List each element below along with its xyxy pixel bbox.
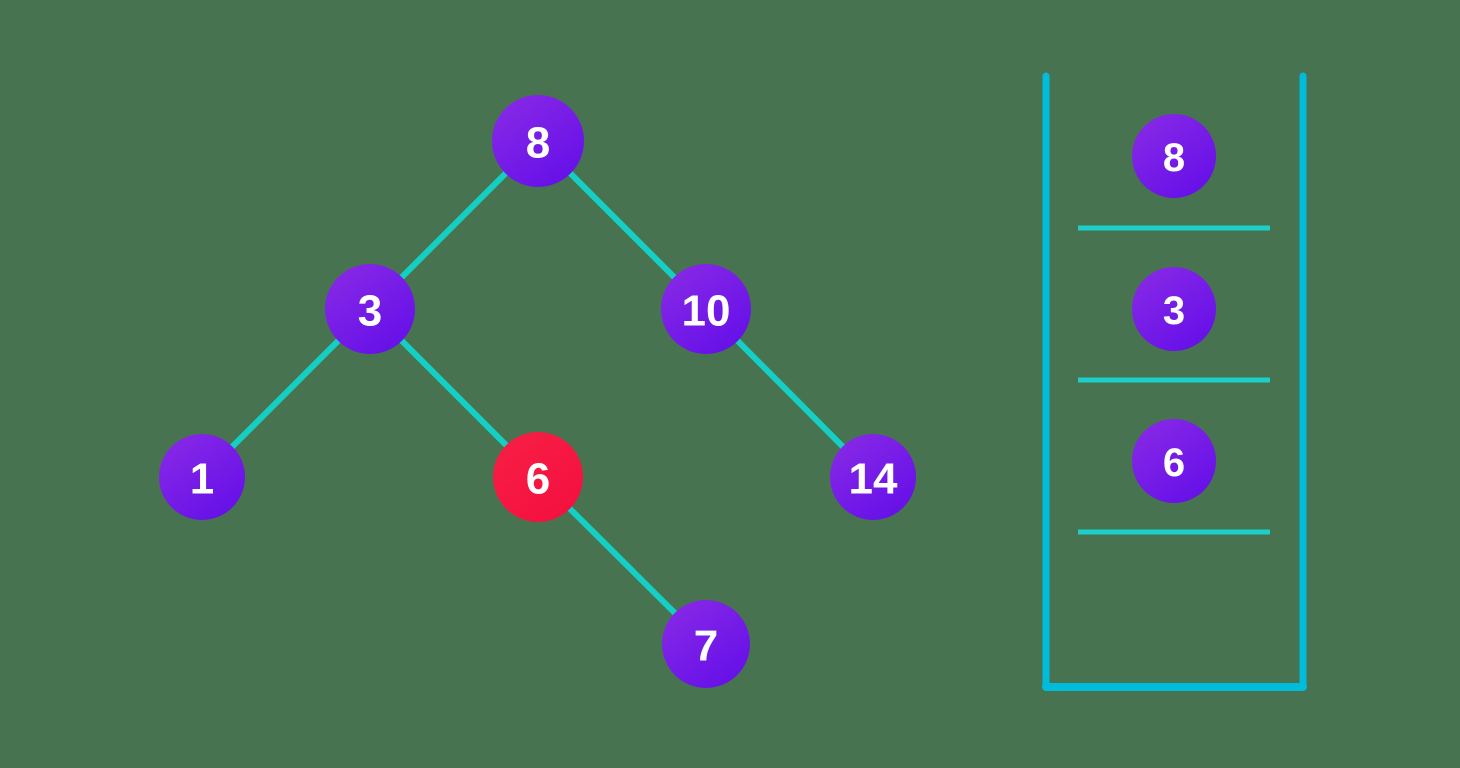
tree-node-circle — [662, 600, 750, 688]
tree-edges-group — [199, 138, 876, 647]
stack-nodes-group: 8 3 6 — [1132, 114, 1216, 503]
tree-node-label: 14 — [849, 455, 898, 504]
tree-node[interactable]: 8 — [492, 95, 584, 187]
tree-node-label: 7 — [694, 622, 718, 671]
stack-frame-group — [1042, 72, 1307, 691]
tree-node[interactable]: 7 — [662, 600, 750, 688]
tree-node-label: 6 — [526, 455, 550, 504]
tree-node[interactable]: 14 — [830, 434, 916, 520]
stack-item[interactable]: 6 — [1132, 419, 1216, 503]
stack-item-label: 8 — [1163, 136, 1185, 180]
stack-item-circle — [1132, 114, 1216, 198]
tree-node-circle — [492, 95, 584, 187]
stack-item[interactable]: 3 — [1132, 267, 1216, 351]
tree-node-label: 1 — [190, 455, 214, 504]
tree-node[interactable]: 6 — [493, 432, 583, 522]
stack-item[interactable]: 8 — [1132, 114, 1216, 198]
tree-node[interactable]: 10 — [661, 264, 751, 354]
stack-item-circle — [1132, 419, 1216, 503]
tree-node-label: 3 — [358, 287, 382, 336]
tree-node-circle — [325, 264, 415, 354]
tree-node-circle — [661, 264, 751, 354]
tree-node-circle — [159, 434, 245, 520]
tree-node-circle-highlighted — [493, 432, 583, 522]
stack-dividers-group — [1078, 225, 1270, 535]
stack-item-label: 3 — [1163, 289, 1185, 333]
tree-node-label: 8 — [526, 119, 550, 168]
tree-nodes-group: 8 3 10 1 6 14 7 — [159, 95, 916, 688]
tree-node[interactable]: 3 — [325, 264, 415, 354]
stack-item-label: 6 — [1163, 441, 1185, 485]
stack-item-circle — [1132, 267, 1216, 351]
tree-node-circle — [830, 434, 916, 520]
tree-node[interactable]: 1 — [159, 434, 245, 520]
tree-node-label: 10 — [682, 287, 731, 336]
